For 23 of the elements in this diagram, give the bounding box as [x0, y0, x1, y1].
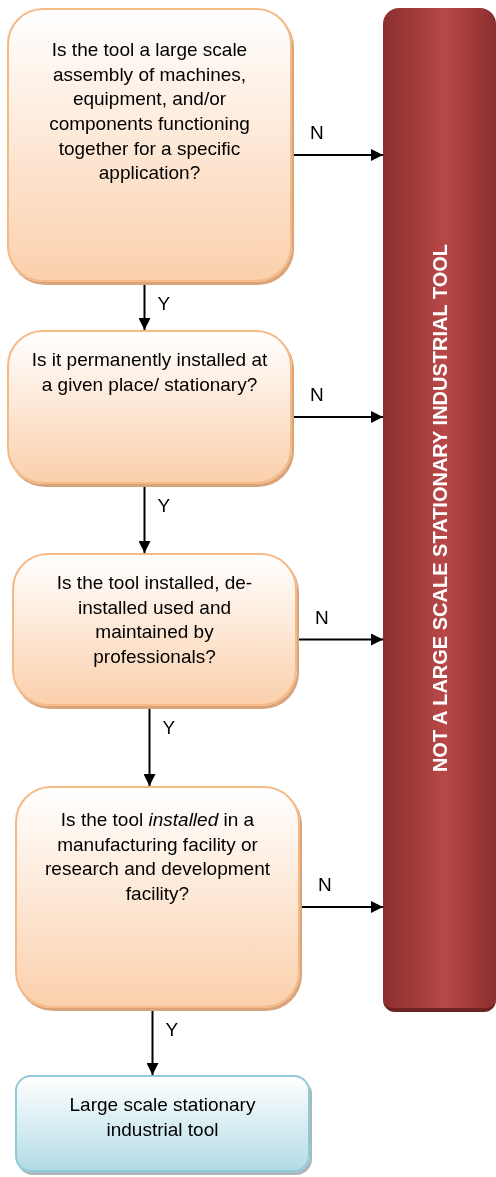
decision-box: [12, 553, 297, 706]
arrow: [291, 149, 384, 161]
decision-box: [15, 786, 300, 1008]
result-bar: [383, 8, 496, 1012]
decision-box: [7, 8, 292, 282]
terminal-box: [15, 1075, 310, 1172]
question-text: Is the tool installed, de-installed used and maintained by professionals?: [55, 571, 254, 670]
edge-label: Y: [157, 496, 171, 515]
result-text: Large scale stationary industrial tool: [68, 1093, 257, 1142]
question-text: Is it permanently installed at a given place/ stationary?: [30, 348, 269, 397]
question-text: Is the tool installed in a manufacturing facility or research and development facility?: [44, 808, 271, 907]
edge-label: Y: [162, 718, 176, 737]
arrow: [291, 411, 384, 423]
question-text: Is the tool a large scale assembly of machines, equipment, and/or components functioning together for a specific application?: [48, 38, 251, 186]
edge-label: Y: [157, 294, 171, 313]
result-text: NOT A LARGE SCALE STATIONARY INDUSTRIAL TOOL: [427, 243, 452, 773]
edge-label: N: [310, 385, 324, 404]
edge-label: Y: [165, 1020, 179, 1039]
arrow: [296, 633, 384, 646]
arrow: [299, 901, 384, 913]
edge-label: N: [318, 875, 332, 894]
decision-box: [7, 330, 292, 484]
edge-label: N: [310, 123, 324, 142]
